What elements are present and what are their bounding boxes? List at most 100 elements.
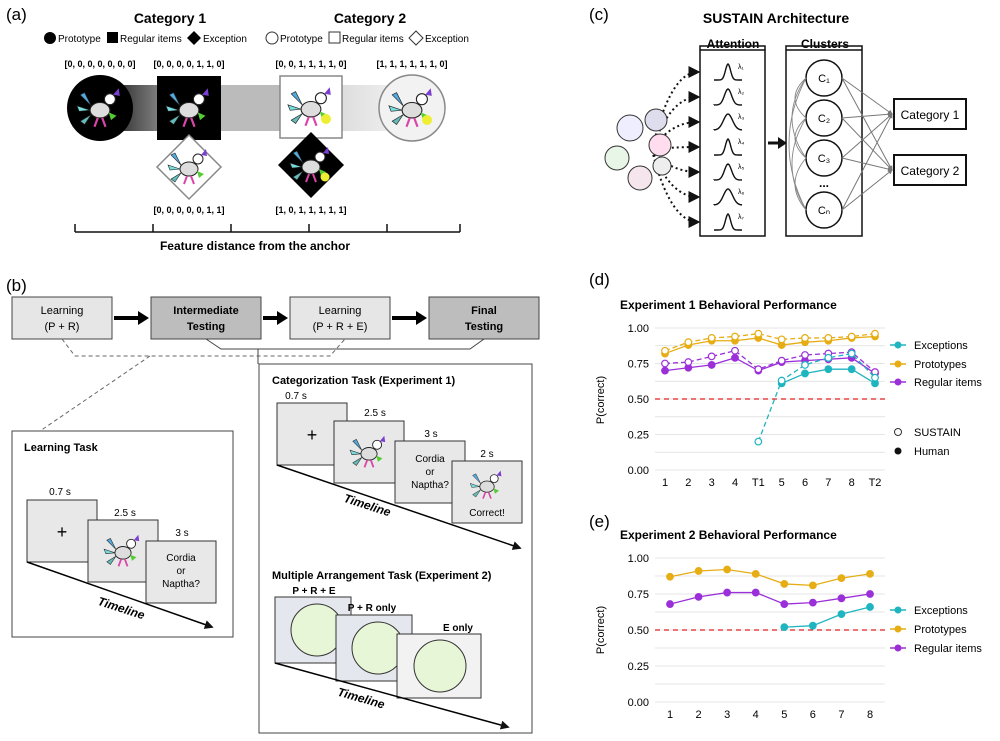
attention-curve <box>713 188 743 206</box>
flow-step-line2: Testing <box>187 321 225 333</box>
cluster-recurrent-link <box>794 117 807 159</box>
legend-regular: Regular items <box>914 377 982 389</box>
x-tick-label: 4 <box>732 477 738 489</box>
y-tick-label: 0.50 <box>628 394 649 406</box>
legend-prototypes: Prototypes <box>914 359 967 371</box>
question-screen <box>145 540 217 604</box>
attention-curve <box>714 62 742 81</box>
series-line <box>784 606 871 628</box>
legend-exception-label: Exception <box>425 34 469 45</box>
y-tick-label: 0.75 <box>628 589 649 601</box>
panel-label-e: (e) <box>589 512 610 531</box>
series-line <box>664 357 876 374</box>
cluster-node-label: C₁ <box>818 73 830 85</box>
data-point <box>754 365 763 374</box>
data-point <box>871 329 879 338</box>
chart1-title: Experiment 1 Behavioral Performance <box>620 298 837 312</box>
attention-curve <box>714 212 742 231</box>
attention-curve <box>714 137 742 156</box>
attention-arrow <box>651 149 701 203</box>
data-point <box>754 437 763 446</box>
lambda-label: λ₅ <box>738 164 745 171</box>
data-point <box>731 353 739 362</box>
timeline-arrow <box>274 662 510 730</box>
timing-label: 2.5 s <box>114 508 136 519</box>
x-tick-label: 4 <box>753 709 759 721</box>
attention-curve <box>713 113 743 131</box>
exception-legend-icon <box>187 31 201 45</box>
arrowhead <box>778 137 787 149</box>
y-tick-label: 0.00 <box>628 465 649 477</box>
flow-step-line1: Learning <box>319 305 362 317</box>
categorization-task-title: Categorization Task (Experiment 1) <box>272 375 456 387</box>
data-point <box>751 588 760 597</box>
data-point <box>777 356 786 365</box>
arrangement-label: P + R + E <box>292 586 336 597</box>
cluster-link <box>841 111 893 119</box>
series-line <box>757 352 876 442</box>
data-point <box>801 369 809 378</box>
flow-step-learning-pr: Learning (P + R) <box>11 296 113 340</box>
timing-label: 0.7 s <box>285 391 307 402</box>
x-tick-label: 3 <box>724 709 730 721</box>
ellipsis: ... <box>819 176 829 190</box>
feedback-text: Correct! <box>469 508 505 519</box>
data-point <box>780 623 789 632</box>
x-tick-label: 6 <box>802 477 808 489</box>
legend-prototypes: Prototypes <box>914 624 967 636</box>
question-line: Cordia <box>415 454 445 465</box>
legend-human: Human <box>914 446 949 458</box>
exception-legend-icon <box>408 30 424 46</box>
fixation-cross: + <box>57 522 68 542</box>
cluster-link <box>841 77 893 115</box>
vector-c2-regular: [0, 0, 1, 1, 1, 1, 0] <box>275 59 346 69</box>
timing-label: 2 s <box>480 449 493 460</box>
data-point <box>707 334 716 342</box>
attention-arrow <box>651 141 701 154</box>
vector-c1-regular: [0, 0, 0, 0, 1, 1, 0] <box>153 59 224 69</box>
feedback-screen <box>451 460 523 524</box>
series-line <box>664 335 876 355</box>
distance-axis <box>74 224 461 233</box>
cluster-link <box>841 113 893 211</box>
flow-step-learning-pre: Learning (P + R + E) <box>289 296 391 340</box>
flow-step-line1: Intermediate <box>173 305 238 317</box>
cluster-link <box>841 117 893 171</box>
data-point <box>780 600 789 608</box>
legend-sustain: SUSTAIN <box>914 427 961 439</box>
data-point <box>754 329 763 338</box>
x-tick-label: T2 <box>869 477 882 489</box>
regular-legend-icon <box>328 31 341 44</box>
c1-prototype-stimulus <box>67 75 133 141</box>
y-tick-label: 0.50 <box>628 625 649 637</box>
data-point <box>694 567 703 575</box>
chart2-ylabel: P(correct) <box>595 606 607 654</box>
learning-task-title: Learning Task <box>24 442 99 454</box>
panel-label-d: (d) <box>589 270 610 289</box>
panel-label-b: (b) <box>6 276 27 295</box>
chart1-legend: Exceptions Prototypes Regular items SUST… <box>890 340 982 458</box>
arrangement-label: E only <box>443 623 473 634</box>
legend-exceptions: Exceptions <box>914 340 968 352</box>
data-point <box>780 580 789 588</box>
output-category-2 <box>893 154 967 186</box>
flow-step-line2: (P + R) <box>45 321 80 333</box>
question-line: or <box>177 566 187 577</box>
lambda-label: λ₄ <box>738 139 745 146</box>
data-point <box>801 361 809 369</box>
data-point <box>824 353 833 362</box>
data-point <box>661 346 669 355</box>
vector-c1-exception: [0, 0, 0, 0, 0, 1, 1] <box>153 205 224 215</box>
y-tick-label: 0.25 <box>628 661 649 673</box>
data-point <box>866 569 874 578</box>
x-tick-label: 8 <box>849 477 855 489</box>
attention-box <box>699 49 766 237</box>
cluster-node-label: C₂ <box>818 113 830 125</box>
testing-bracket <box>205 338 485 350</box>
data-point <box>808 581 817 590</box>
x-tick-label: 7 <box>838 709 844 721</box>
series-line <box>669 591 871 605</box>
